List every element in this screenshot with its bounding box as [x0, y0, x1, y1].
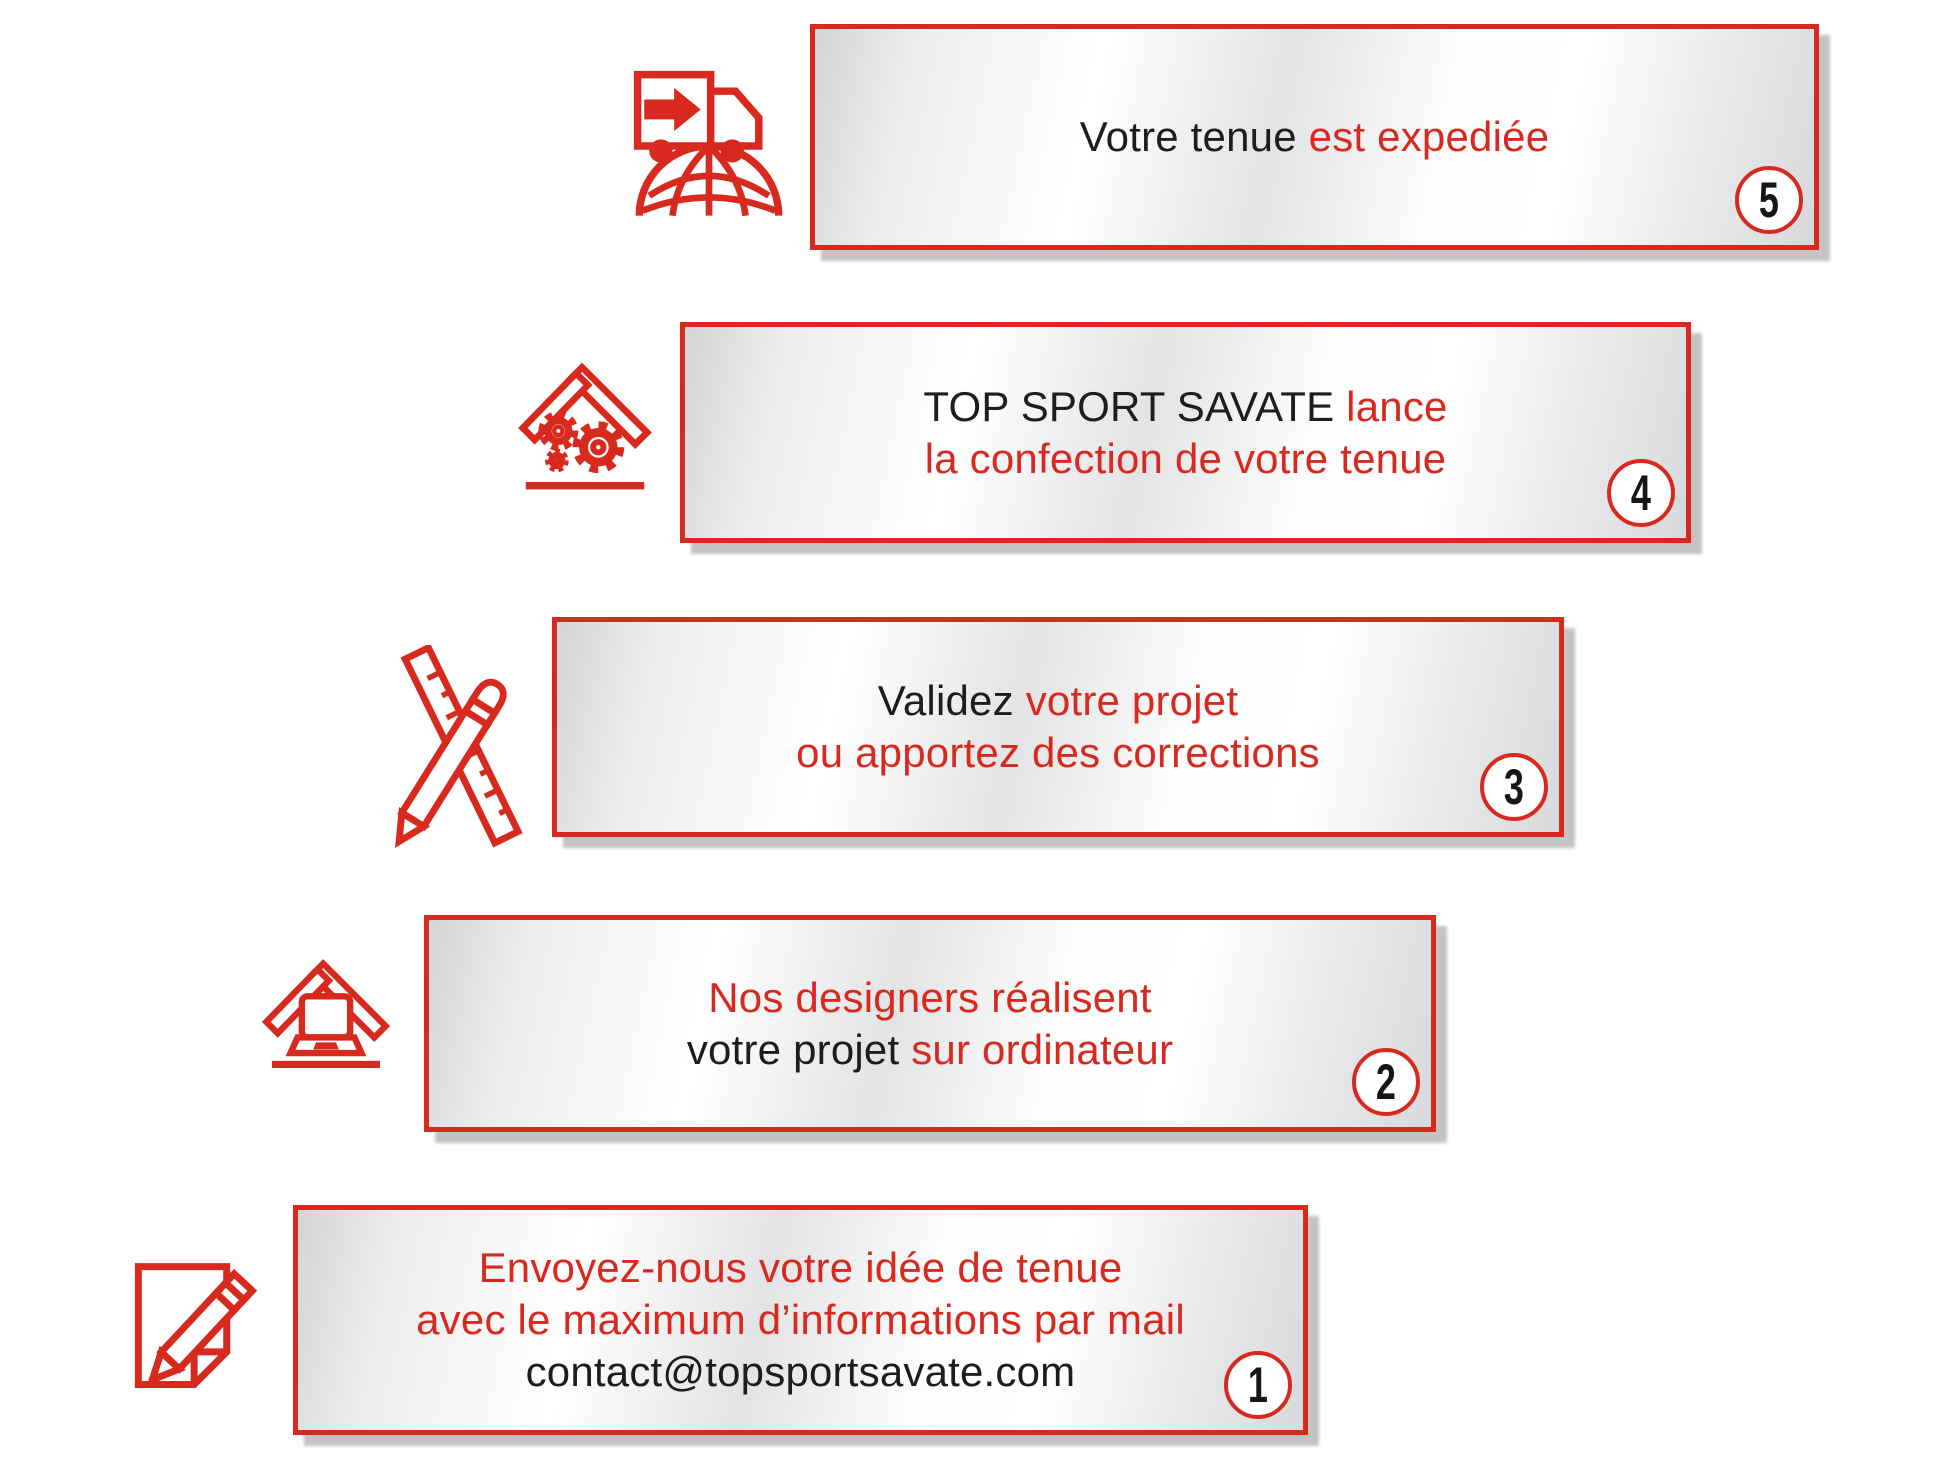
step-5-text: Votre tenue est expediée: [1080, 111, 1550, 163]
step-number-badge-4: 4: [1607, 459, 1675, 527]
step-number-2: 2: [1375, 1054, 1397, 1110]
step-box-2: Nos designers réalisent votre projet sur…: [424, 915, 1436, 1132]
step-1-line-3: contact@topsportsavate.com: [526, 1346, 1076, 1398]
step-number-4: 4: [1630, 465, 1652, 521]
step-3-line-1: Validez votre projet: [878, 675, 1238, 727]
step-3-line-2: ou apportez des corrections: [796, 727, 1320, 779]
truck-globe-icon: [626, 50, 792, 222]
step-1-line-2-red: avec le maximum d’informations par mail: [416, 1296, 1185, 1343]
step-1-line-1: Envoyez-nous votre idée de tenue: [479, 1242, 1123, 1294]
step-4-line-2-red: la confection de votre tenue: [924, 434, 1447, 482]
step-4-line-1-red: lance: [1346, 382, 1448, 430]
step-number-badge-1: 1: [1224, 1351, 1292, 1419]
step-3-line-1-black: Validez: [877, 677, 1026, 724]
step-2-line-1-red: Nos designers réalisent: [708, 973, 1152, 1021]
step-2-line-2-black: votre projet: [686, 1025, 912, 1073]
step-5-text-red: est expediée: [1308, 113, 1550, 160]
step-number-badge-3: 3: [1480, 753, 1548, 821]
step-number-badge-5: 5: [1735, 166, 1803, 234]
step-1-line-2: avec le maximum d’informations par mail: [416, 1294, 1185, 1346]
step-box-4: TOP SPORT SAVATE lance la confection de …: [680, 322, 1691, 543]
step-1-line-1-red: Envoyez-nous votre idée de tenue: [478, 1244, 1123, 1291]
step-2-line-2-red: sur ordinateur: [911, 1025, 1174, 1073]
step-number-1: 1: [1247, 1357, 1269, 1413]
step-number-badge-2: 2: [1352, 1048, 1420, 1116]
step-box-5: Votre tenue est expediée 5: [810, 24, 1819, 250]
step-box-3: Validez votre projet ou apportez des cor…: [552, 617, 1564, 837]
step-number-5: 5: [1758, 172, 1780, 228]
step-4-line-1: TOP SPORT SAVATE lance: [923, 381, 1447, 433]
step-number-3: 3: [1503, 759, 1525, 815]
note-pencil-icon: [112, 1244, 267, 1404]
step-5-text-black: Votre tenue: [1079, 113, 1309, 160]
email-address: contact@topsportsavate.com: [525, 1348, 1076, 1395]
step-3-line-2-red: ou apportez des corrections: [796, 729, 1320, 776]
step-2-line-1: Nos designers réalisent: [708, 972, 1152, 1024]
ruler-pencil-icon: [380, 645, 530, 850]
roof-laptop-icon: [250, 948, 402, 1090]
roof-gears-icon: [510, 354, 660, 502]
step-4-brand-text: TOP SPORT SAVATE: [923, 382, 1347, 430]
step-box-1: Envoyez-nous votre idée de tenue avec le…: [293, 1205, 1308, 1435]
step-3-line-1-red: votre projet: [1025, 677, 1239, 724]
step-2-line-2: votre projet sur ordinateur: [687, 1024, 1173, 1076]
step-4-line-2: la confection de votre tenue: [925, 433, 1447, 485]
